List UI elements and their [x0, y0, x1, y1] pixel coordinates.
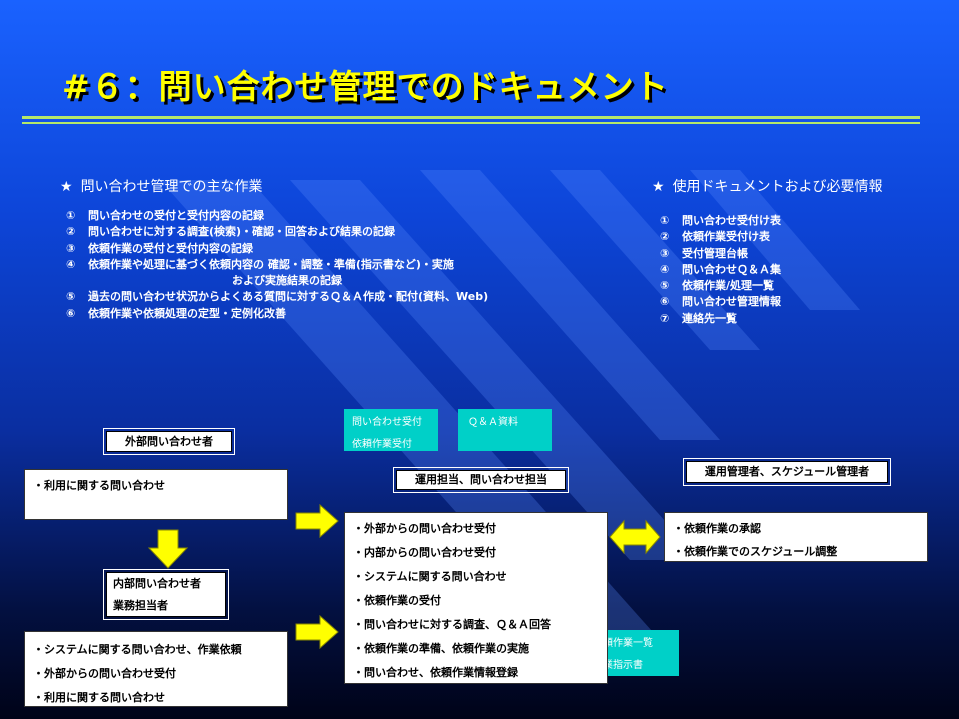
ops-task-box: ・外部からの問い合わせ受付 ・内部からの問い合わせ受付 ・システムに関する問い合…	[344, 512, 608, 684]
list-item: ・問い合わせ、依頼作業情報登録	[353, 666, 518, 679]
arrow-bidirectional-icon	[609, 519, 661, 555]
list-item: ・利用に関する問い合わせ	[33, 691, 165, 704]
title-rule-top	[22, 116, 920, 119]
external-inquirer-label: 外部問い合わせ者	[103, 428, 235, 455]
list-item: および実施結果の記録	[232, 274, 342, 288]
arrow-right-icon	[295, 614, 339, 650]
ops-staff-label: 運用担当、問い合わせ担当	[393, 467, 569, 493]
tasks-heading: ★問い合わせ管理での主な作業	[60, 179, 263, 195]
list-item: ・外部からの問い合わせ受付	[353, 522, 496, 535]
list-item: ・内部からの問い合わせ受付	[353, 546, 496, 559]
doc-note-inquiry: 問い合わせ受付依頼作業受付	[344, 409, 438, 451]
manager-task-box: ・依頼作業の承認 ・依頼作業でのスケジュール調整	[664, 512, 928, 562]
list-item: ・依頼作業でのスケジュール調整	[673, 545, 838, 558]
title-rule-bottom	[22, 122, 920, 124]
doc-note-qa: Ｑ＆Ａ資料	[458, 409, 552, 451]
internal-inquirer-label: 内部問い合わせ者業務担当者	[103, 569, 229, 620]
manager-label: 運用管理者、スケジュール管理者	[683, 458, 891, 486]
list-item: ・依頼作業の受付	[353, 594, 441, 607]
star-icon: ★	[652, 179, 665, 195]
list-item: ・システムに関する問い合わせ、作業依頼	[33, 643, 242, 656]
page-title: #６：問い合わせ管理でのドキュメント	[62, 67, 669, 106]
list-item: ・問い合わせに対する調査、Ｑ＆Ａ回答	[353, 618, 551, 631]
list-item: ・依頼作業の承認	[673, 522, 761, 535]
list-item: ・利用に関する問い合わせ	[33, 479, 165, 492]
external-inquiry-box: ・利用に関する問い合わせ	[24, 469, 288, 520]
list-item: ・外部からの問い合わせ受付	[33, 667, 176, 680]
internal-inquiry-box: ・システムに関する問い合わせ、作業依頼 ・外部からの問い合わせ受付 ・利用に関す…	[24, 631, 288, 707]
list-item: ・システムに関する問い合わせ	[353, 570, 507, 583]
docs-heading: ★使用ドキュメントおよび必要情報	[652, 179, 883, 195]
arrow-down-icon	[147, 529, 189, 569]
star-icon: ★	[60, 179, 73, 195]
list-item: ・依頼作業の準備、依頼作業の実施	[353, 642, 529, 655]
arrow-right-icon	[295, 503, 339, 539]
